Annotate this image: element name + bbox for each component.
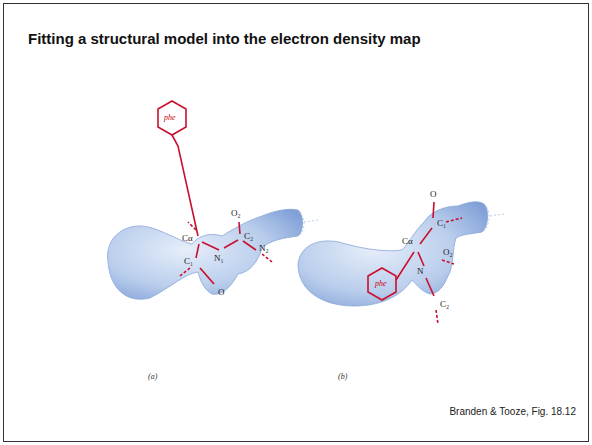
atom-label: O₂ (443, 247, 453, 257)
atom-label: N (417, 266, 424, 276)
density-tube-end (482, 204, 504, 232)
atom-label: Cα (182, 233, 193, 243)
slide-title: Fitting a structural model into the elec… (28, 30, 421, 47)
citation: Branden & Tooze, Fig. 18.12 (449, 406, 576, 418)
atom-label: C₁ (184, 256, 193, 266)
residue-label: phe (375, 279, 387, 288)
density-blob (298, 202, 488, 306)
density-blob (108, 209, 303, 299)
atom-label: O (218, 287, 225, 297)
atom-label: N₁ (214, 253, 224, 263)
atom-label: C₂ (440, 299, 449, 309)
atom-label: C₂ (244, 231, 253, 241)
density-tube-end (298, 212, 318, 236)
atom-label: C₁ (437, 218, 446, 228)
atom-label: O (430, 189, 437, 199)
panel-label: (a) (148, 372, 157, 381)
residue-label: phe (164, 113, 176, 122)
atomic-model (368, 202, 462, 324)
atom-label: Cα (402, 236, 413, 246)
atom-label: O₂ (231, 208, 241, 218)
panel-label: (b) (338, 372, 347, 381)
atomic-model (158, 101, 272, 284)
slide-border (4, 4, 589, 442)
atom-label: N₂ (259, 243, 269, 253)
